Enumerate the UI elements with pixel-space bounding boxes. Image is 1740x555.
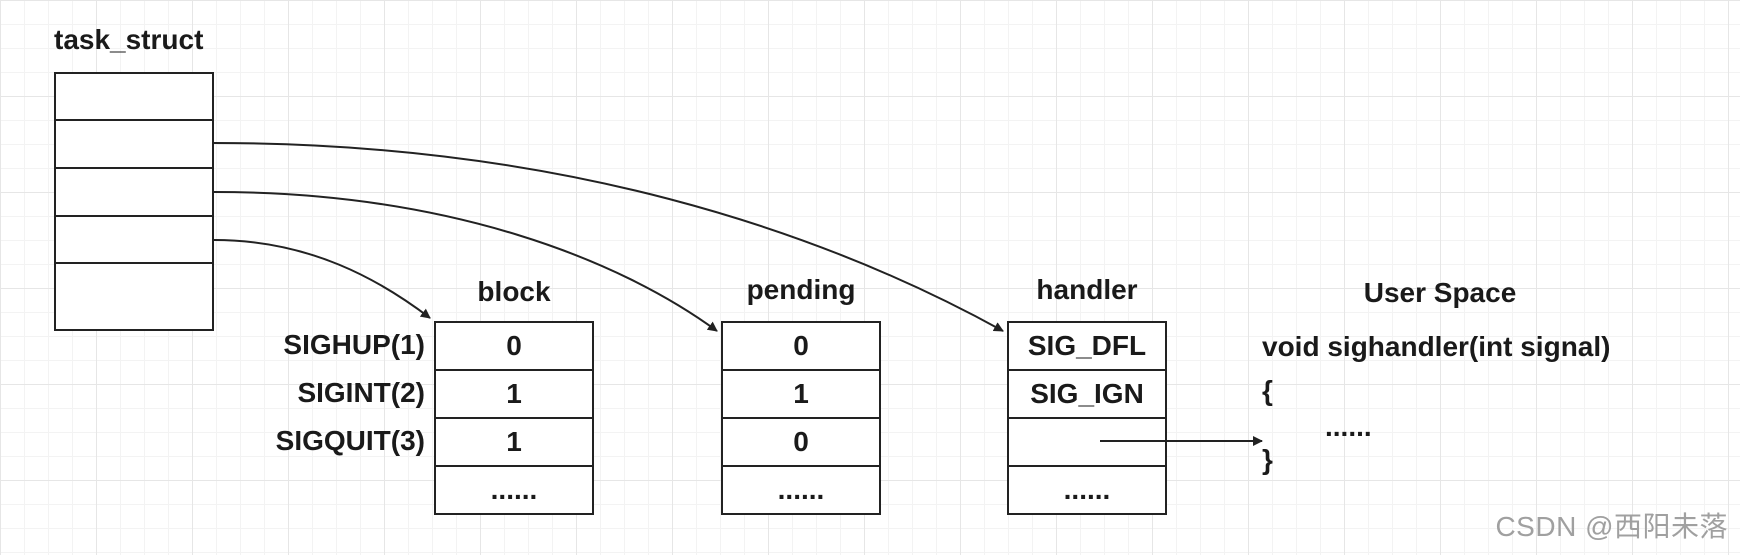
signal-label-sigint: SIGINT(2)	[297, 377, 425, 408]
user-space-title: User Space	[1363, 277, 1517, 308]
block-cell: ......	[490, 474, 538, 505]
pending-cell: 0	[723, 419, 879, 467]
block-table: 0 1 1 ......	[434, 321, 594, 515]
handler-cell	[1009, 419, 1165, 467]
code-line-open-brace: {	[1262, 375, 1273, 406]
code-line-body: ......	[1325, 411, 1372, 442]
task-struct-field	[56, 169, 212, 217]
arrow-to-handler	[213, 142, 1004, 332]
block-table-title: block	[477, 276, 551, 307]
task-struct-field	[56, 217, 212, 264]
block-cell: 1	[436, 419, 592, 467]
block-cell: 1	[436, 371, 592, 419]
handler-table-title: handler	[1036, 274, 1138, 305]
watermark: CSDN @西阳未落	[1495, 511, 1728, 542]
handler-cell: SIG_IGN	[1009, 371, 1165, 419]
code-line-close-brace: }	[1262, 444, 1273, 475]
arrow-to-block	[213, 239, 431, 319]
task-struct-field	[56, 121, 212, 169]
task-struct-title: task_struct	[54, 24, 204, 55]
task-struct-box	[54, 72, 214, 331]
handler-cell: ......	[1063, 474, 1111, 505]
pending-table: 0 1 0 ......	[721, 321, 881, 515]
pending-cell: 1	[723, 371, 879, 419]
handler-table: SIG_DFL SIG_IGN ......	[1007, 321, 1167, 515]
block-cell: 0	[436, 323, 592, 371]
arrow-to-pending	[213, 191, 718, 332]
signal-label-sigquit: SIGQUIT(3)	[275, 425, 425, 456]
task-struct-field	[56, 74, 212, 121]
pending-table-title: pending	[746, 274, 856, 305]
signal-label-sighup: SIGHUP(1)	[283, 329, 425, 360]
code-line-signature: void sighandler(int signal)	[1262, 331, 1611, 362]
handler-cell: SIG_DFL	[1009, 323, 1165, 371]
pending-cell: ......	[777, 474, 825, 505]
pending-cell: 0	[723, 323, 879, 371]
